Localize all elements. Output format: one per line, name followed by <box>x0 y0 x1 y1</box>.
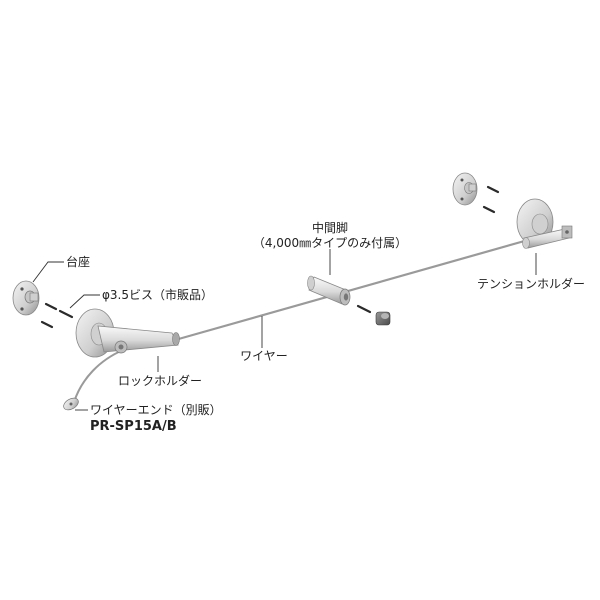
label-middle-leg: 中間脚 <box>312 220 348 235</box>
label-wire-end: ワイヤーエンド（別販） <box>90 403 222 417</box>
middle-leg <box>307 275 351 306</box>
middle-leg-screw <box>356 304 372 314</box>
lock-holder <box>75 308 180 358</box>
middle-leg-cap <box>375 311 391 326</box>
label-base: 台座 <box>66 254 90 269</box>
wire <box>73 238 529 403</box>
label-middle-leg-note: （4,000㎜タイプのみ付属） <box>253 236 407 250</box>
label-lock-holder: ロックホルダー <box>118 373 202 388</box>
label-screw: φ3.5ビス（市販品） <box>102 287 213 302</box>
wire-end <box>63 397 79 411</box>
base-plate-right <box>452 172 478 206</box>
screws-right <box>482 185 500 214</box>
tension-holder <box>516 198 573 249</box>
screws-left <box>40 302 74 329</box>
label-wire-end-model: PR-SP15A/B <box>90 419 177 434</box>
base-plate-left <box>12 280 40 316</box>
label-wire: ワイヤー <box>240 349 288 363</box>
label-tension-holder: テンションホルダー <box>477 276 585 291</box>
